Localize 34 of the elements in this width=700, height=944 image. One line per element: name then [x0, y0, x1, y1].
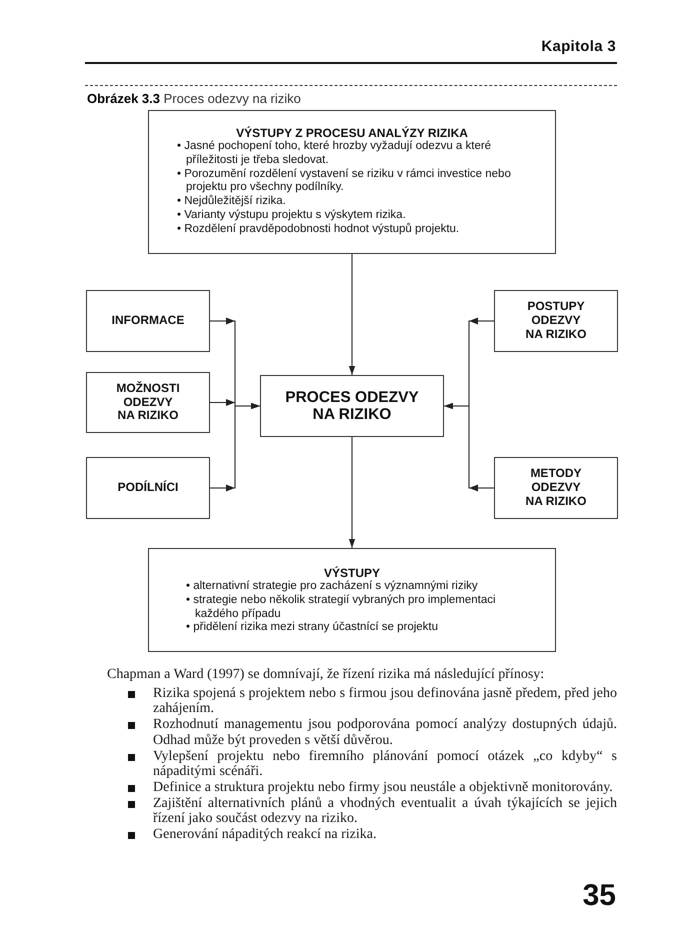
page-number: 35 — [582, 881, 616, 911]
input-box — [86, 372, 210, 433]
paragraph: Chapman a Ward (1997) se domnívají, že řízení rizika má následující přínosy: — [107, 667, 544, 683]
bullet-item: • Porozumění rozdělení vystavení se riziku v rámci investice nebo projektu pro všechny podílníky. — [177, 168, 512, 194]
bullet-item: • alternativní strategie pro zacházení s významnými riziky — [186, 580, 478, 594]
box-label: POSTUPY ODEZVY NA RIZIKO — [524, 300, 588, 342]
box-label: PODÍLNÍCI — [118, 481, 178, 495]
box-label: PROCES ODEZVY NA RIZIKO — [284, 388, 420, 424]
input-box — [86, 290, 210, 352]
bullet-item: • Rozdělení pravděpodobnosti hodnot výstupů projektu. — [177, 222, 460, 237]
box-heading: VÝSTUPY — [324, 566, 380, 580]
chapter-heading: Kapitola 3 — [541, 38, 616, 56]
list-item: Definice a struktura projektu nebo firmy jsou neustále a objektivně monitorovány. — [153, 780, 614, 796]
list-item: Generování nápaditých reakcí na rizika. — [153, 827, 378, 843]
input-box — [494, 457, 618, 519]
list-item: Vylepšení projektu nebo firemního plánování pomocí otázek „co kdyby“ s nápaditými scénáři. — [153, 748, 617, 780]
bullet-item: • Varianty výstupu projektu s výskytem rizika. — [177, 208, 406, 222]
info-box — [148, 110, 556, 254]
bullet-item: • Jasné pochopení toho, které hrozby vyžadují odezvu a které příležitosti je třeba sledovat. — [177, 140, 492, 168]
list-item: Rizika spojená s projektem nebo s firmou jsou definována jasně předem, před jeho zahájením. — [153, 686, 617, 718]
box-label: MOŽNOSTI ODEZVY NA RIZIKO — [115, 382, 181, 424]
list-item: Rozhodnutí managementu jsou podporována pomocí analýzy dostupných údajů. Odhad může být proveden s větší důvěrou. — [153, 717, 617, 749]
bullet-item: • Nejdůležitější rizika. — [177, 195, 286, 209]
box-label: METODY ODEZVY NA RIZIKO — [524, 467, 588, 509]
box-label: INFORMACE — [112, 314, 184, 328]
list-item: Zajištění alternativních plánů a vhodných eventualit a úvah týkajících se jejich řízení jako součást odezvy na riziko. — [153, 796, 617, 828]
process-box — [260, 375, 444, 437]
bullet-item: • strategie nebo několik strategií vybraných pro implementaci každého případu — [186, 594, 497, 622]
info-box — [148, 548, 556, 652]
box-heading: VÝSTUPY Z PROCESU ANALÝZY RIZIKA — [236, 126, 468, 140]
input-box — [86, 457, 210, 519]
figure-caption: Obrázek 3.3 Proces odezvy na riziko — [87, 91, 301, 107]
bullet-item: • přidělení rizika mezi strany účastnící se projektu — [186, 621, 438, 636]
input-box — [494, 290, 618, 352]
